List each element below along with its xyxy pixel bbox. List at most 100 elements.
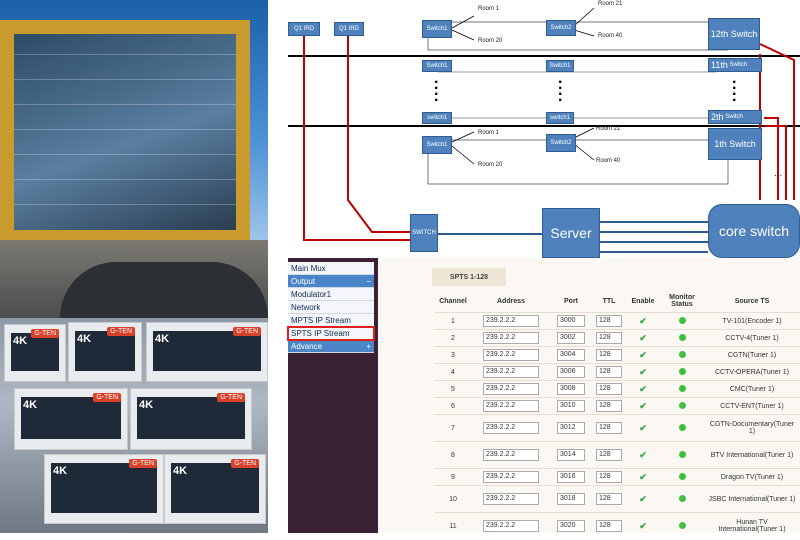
source-ts-cell: CCTV-4(Tuner 1) (704, 329, 800, 347)
port-input[interactable]: 3016 (557, 471, 585, 483)
check-icon[interactable]: ✔ (639, 422, 647, 433)
address-input[interactable]: 239.2.2.2 (483, 520, 539, 533)
check-icon[interactable]: ✔ (639, 520, 647, 531)
building-photo (0, 0, 268, 318)
menu-item-advance[interactable]: Advance+ (288, 340, 374, 353)
enable-cell: ✔ (626, 441, 660, 469)
status-cell (660, 512, 704, 540)
ttl-input[interactable]: 128 (596, 349, 622, 361)
menu-item-label: SPTS IP Stream (291, 328, 350, 338)
floor-1-switch: 1th Switch (708, 128, 762, 160)
port-input[interactable]: 3004 (557, 349, 585, 361)
address-input[interactable]: 239.2.2.2 (483, 400, 539, 412)
check-icon[interactable]: ✔ (639, 332, 647, 343)
menu-item-network[interactable]: Network (288, 301, 374, 314)
menu-item-label: Modulator1 (291, 289, 332, 299)
channel-cell: 7 (434, 414, 472, 442)
port-cell: 3000 (550, 312, 592, 330)
switch-box: switch1 (422, 112, 452, 124)
column-header: Address (496, 297, 525, 305)
ttl-input[interactable]: 128 (596, 366, 622, 378)
switch-box: SWITCH (410, 214, 438, 252)
ttl-input[interactable]: 128 (596, 383, 622, 395)
status-dot-icon (678, 384, 686, 392)
port-input[interactable]: 3014 (557, 449, 585, 461)
port-input[interactable]: 3000 (557, 315, 585, 327)
port-input[interactable]: 3002 (557, 332, 585, 344)
ttl-input[interactable]: 128 (596, 449, 622, 461)
ttl-input[interactable]: 128 (596, 471, 622, 483)
status-dot-icon (678, 472, 686, 480)
port-input[interactable]: 3012 (557, 422, 585, 434)
ttl-input[interactable]: 128 (596, 315, 622, 327)
address-input[interactable]: 239.2.2.2 (483, 422, 539, 434)
ttl-input[interactable]: 128 (596, 493, 622, 505)
menu-item-spts-ip-stream[interactable]: SPTS IP Stream (287, 326, 375, 341)
port-input[interactable]: 3010 (557, 400, 585, 412)
check-icon[interactable]: ✔ (639, 349, 647, 360)
status-cell (660, 346, 704, 364)
port-input[interactable]: 3006 (557, 366, 585, 378)
status-cell (660, 468, 704, 486)
switch-box: Switch1 (546, 60, 574, 72)
status-dot-icon (678, 401, 686, 409)
floor-2-switch-label: Switch (725, 113, 743, 120)
address-input[interactable]: 239.2.2.2 (483, 493, 539, 505)
check-icon[interactable]: ✔ (639, 383, 647, 394)
port-input[interactable]: 3008 (557, 383, 585, 395)
port-cell: 3020 (550, 512, 592, 540)
ttl-cell: 128 (592, 346, 626, 364)
collapse-icon: − (366, 276, 371, 286)
menu-item-label: Advance (291, 341, 323, 351)
port-cell: 3012 (550, 414, 592, 442)
port-cell: 3018 (550, 485, 592, 513)
channel-cell: 8 (434, 441, 472, 469)
column-header: Channel (439, 297, 467, 305)
switch-box: Switch2 (546, 134, 576, 152)
glass-curtain-wall (14, 34, 236, 230)
enable-cell: ✔ (626, 363, 660, 381)
address-input[interactable]: 239.2.2.2 (483, 471, 539, 483)
channel-cell: 5 (434, 380, 472, 398)
ttl-input[interactable]: 128 (596, 332, 622, 344)
address-input[interactable]: 239.2.2.2 (483, 315, 539, 327)
check-icon[interactable]: ✔ (639, 366, 647, 377)
address-input[interactable]: 239.2.2.2 (483, 449, 539, 461)
check-icon[interactable]: ✔ (639, 493, 647, 504)
address-cell: 239.2.2.2 (472, 329, 550, 347)
server-box: Server (542, 208, 600, 258)
menu-item-main-mux[interactable]: Main Mux (288, 262, 374, 275)
port-input[interactable]: 3020 (557, 520, 585, 533)
floor-2-switch: 2th Switch (708, 110, 762, 124)
menu-item-output[interactable]: Output− (288, 275, 374, 288)
ttl-input[interactable]: 128 (596, 520, 622, 533)
ttl-input[interactable]: 128 (596, 400, 622, 412)
address-cell: 239.2.2.2 (472, 346, 550, 364)
menu-item-label: MPTS IP Stream (291, 315, 351, 325)
menu-item-label: Main Mux (291, 263, 326, 273)
menu-item-modulator1[interactable]: Modulator1 (288, 288, 374, 301)
address-input[interactable]: 239.2.2.2 (483, 366, 539, 378)
port-input[interactable]: 3018 (557, 493, 585, 505)
menu-item-mpts-ip-stream[interactable]: MPTS IP Stream (288, 314, 374, 327)
channel-cell: 1 (434, 312, 472, 330)
check-icon[interactable]: ✔ (639, 400, 647, 411)
address-input[interactable]: 239.2.2.2 (483, 383, 539, 395)
check-icon[interactable]: ✔ (639, 471, 647, 482)
check-icon[interactable]: ✔ (639, 449, 647, 460)
ttl-input[interactable]: 128 (596, 422, 622, 434)
address-input[interactable]: 239.2.2.2 (483, 332, 539, 344)
check-icon[interactable]: ✔ (639, 315, 647, 326)
address-cell: 239.2.2.2 (472, 441, 550, 469)
address-input[interactable]: 239.2.2.2 (483, 349, 539, 361)
tab-spts-range[interactable]: SPTS 1-128 (432, 268, 506, 286)
status-cell (660, 414, 704, 442)
enable-cell: ✔ (626, 397, 660, 415)
room-label: Room 1 (478, 6, 500, 12)
